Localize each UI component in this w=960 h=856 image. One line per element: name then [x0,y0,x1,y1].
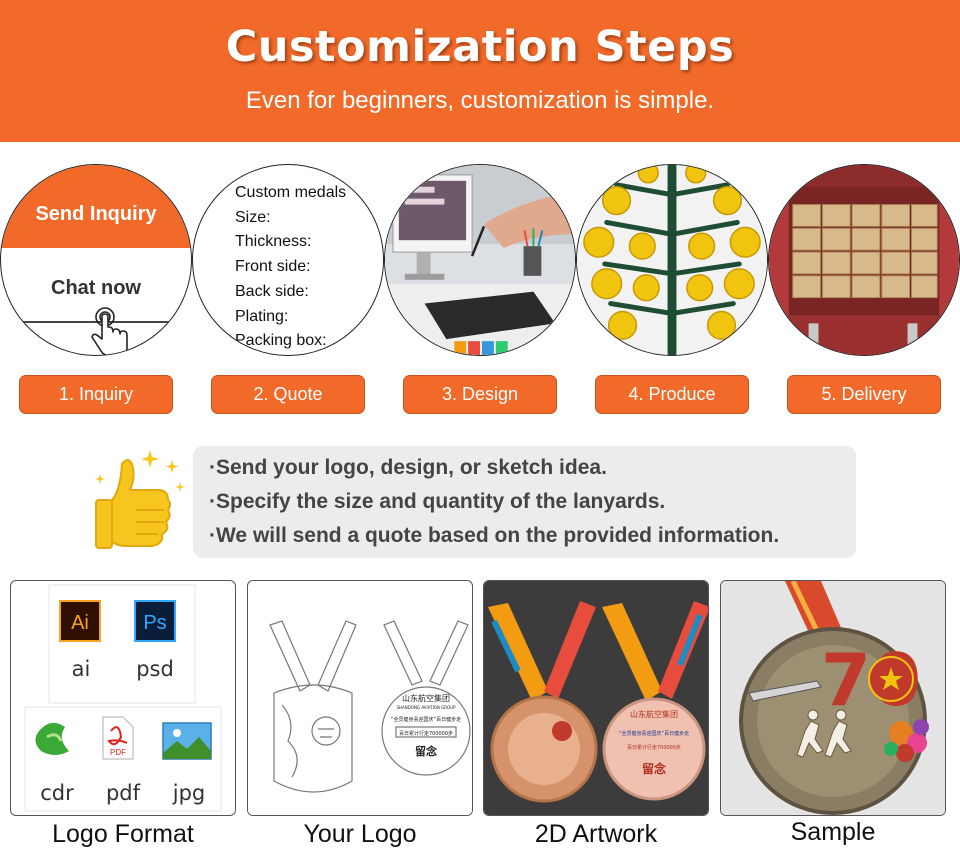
quote-field: Plating: [235,307,289,325]
medal-keepsake-text: 留念 [415,744,438,758]
format-ext-psd: psd [136,657,174,681]
quote-field: Front side: [235,258,311,276]
panel-label-logo-format: Logo Format [52,820,194,848]
step-design-photo [384,164,576,356]
illustrator-icon [59,600,101,642]
panel-label-sample: Sample [790,818,876,846]
step-button-produce[interactable]: 4. Produce [595,375,749,414]
step-button-delivery[interactable]: 5. Delivery [787,375,941,414]
send-inquiry-label: Send Inquiry [35,203,157,225]
pdf-icon: PDF [102,716,134,760]
format-ext-cdr: cdr [40,781,74,805]
send-inquiry-banner[interactable]: Send Inquiry [1,165,191,248]
format-ext-ai: ai [71,657,91,681]
panel-label-your-logo: Your Logo [303,820,417,848]
medal-brand-text: 山东航空集团 [402,693,450,703]
step-button-design[interactable]: 3. Design [403,375,557,414]
tip-item: ·We will send a quote based on the provi… [209,524,780,547]
quote-field: Back side: [235,282,309,300]
art-medal-slogan-text: “全员健身喜迎国庆”百日健步走 [619,730,689,737]
step-inquiry-image: Send Inquiry Chat now [0,164,192,356]
quote-field: Thickness: [235,233,312,251]
photoshop-icon [134,600,176,642]
ps-badge-text: Ps [143,612,166,634]
page-title: Customization Steps [225,22,735,72]
step-quote-image: Custom medals Size: Thickness: Front sid… [192,164,384,356]
file-format-icons: Ai Ps PDF [24,584,222,812]
step-button-quote[interactable]: 2. Quote [211,375,365,414]
art-medal-brand-text: 山东航空集团 [630,709,678,719]
chat-now-label[interactable]: Chat now [51,277,141,299]
tips-box: ·Send your logo, design, or sketch idea.… [193,446,856,558]
art-medal-keepsake-text: 留念 [642,761,666,776]
format-ext-jpg: jpg [172,781,206,805]
quote-field-list: Custom medals Size: Thickness: Front sid… [235,181,346,354]
medal-goal-text: 百日累计行走700000步 [399,730,453,737]
quote-field: Custom medals [235,184,347,201]
quote-field: Packing box: [235,332,327,350]
shipping-container-illustration [769,165,959,355]
divider [19,321,173,323]
logo-format-panel: Ai Ps PDF ai psd cdr pdf jpg [10,580,236,816]
step-produce-photo [576,164,768,356]
thumbs-up-icon [95,450,185,549]
medal-line-drawings: 山东航空集团 SHANDONG AVIATION GROUP “全员健身喜迎国庆… [248,601,472,815]
medal-slogan-text: “全员健身喜迎国庆”百日健步走 [391,716,461,723]
art-medal-goal-text: 百日累计行走700000步 [627,744,681,751]
step-button-inquiry[interactable]: 1. Inquiry [19,375,173,414]
designer-workstation-illustration [385,165,575,355]
panel-label-2d-artwork: 2D Artwork [534,820,658,848]
medal-2d-artwork: 山东航空集团 “全员健身喜迎国庆”百日健步走 百日累计行走700000步 留念 [484,581,708,815]
tip-item: ·Specify the size and quantity of the la… [209,490,666,513]
sample-medal-photo: 70 [721,581,945,815]
artwork-2d-panel: 山东航空集团 “全员健身喜迎国庆”百日健步走 百日累计行走700000步 留念 [483,580,709,816]
page-subtitle: Even for beginners, customization is sim… [245,87,715,114]
tip-item: ·Send your logo, design, or sketch idea. [209,456,607,479]
medal-brand-en-text: SHANDONG AVIATION GROUP [396,705,456,710]
format-ext-pdf: pdf [105,781,141,805]
your-logo-panel: 山东航空集团 SHANDONG AVIATION GROUP “全员健身喜迎国庆… [247,580,473,816]
ai-badge-text: Ai [71,612,89,634]
quote-field: Size: [235,208,271,226]
coreldraw-icon [35,722,69,755]
header-banner: Customization Steps Even for beginners, … [0,0,960,142]
pdf-badge-text: PDF [110,748,126,757]
step-delivery-photo [768,164,960,356]
pointing-hand-icon [91,307,128,355]
sample-panel: 70 [720,580,946,816]
jpg-image-icon [162,722,212,760]
medal-drying-rack-illustration [577,165,767,355]
